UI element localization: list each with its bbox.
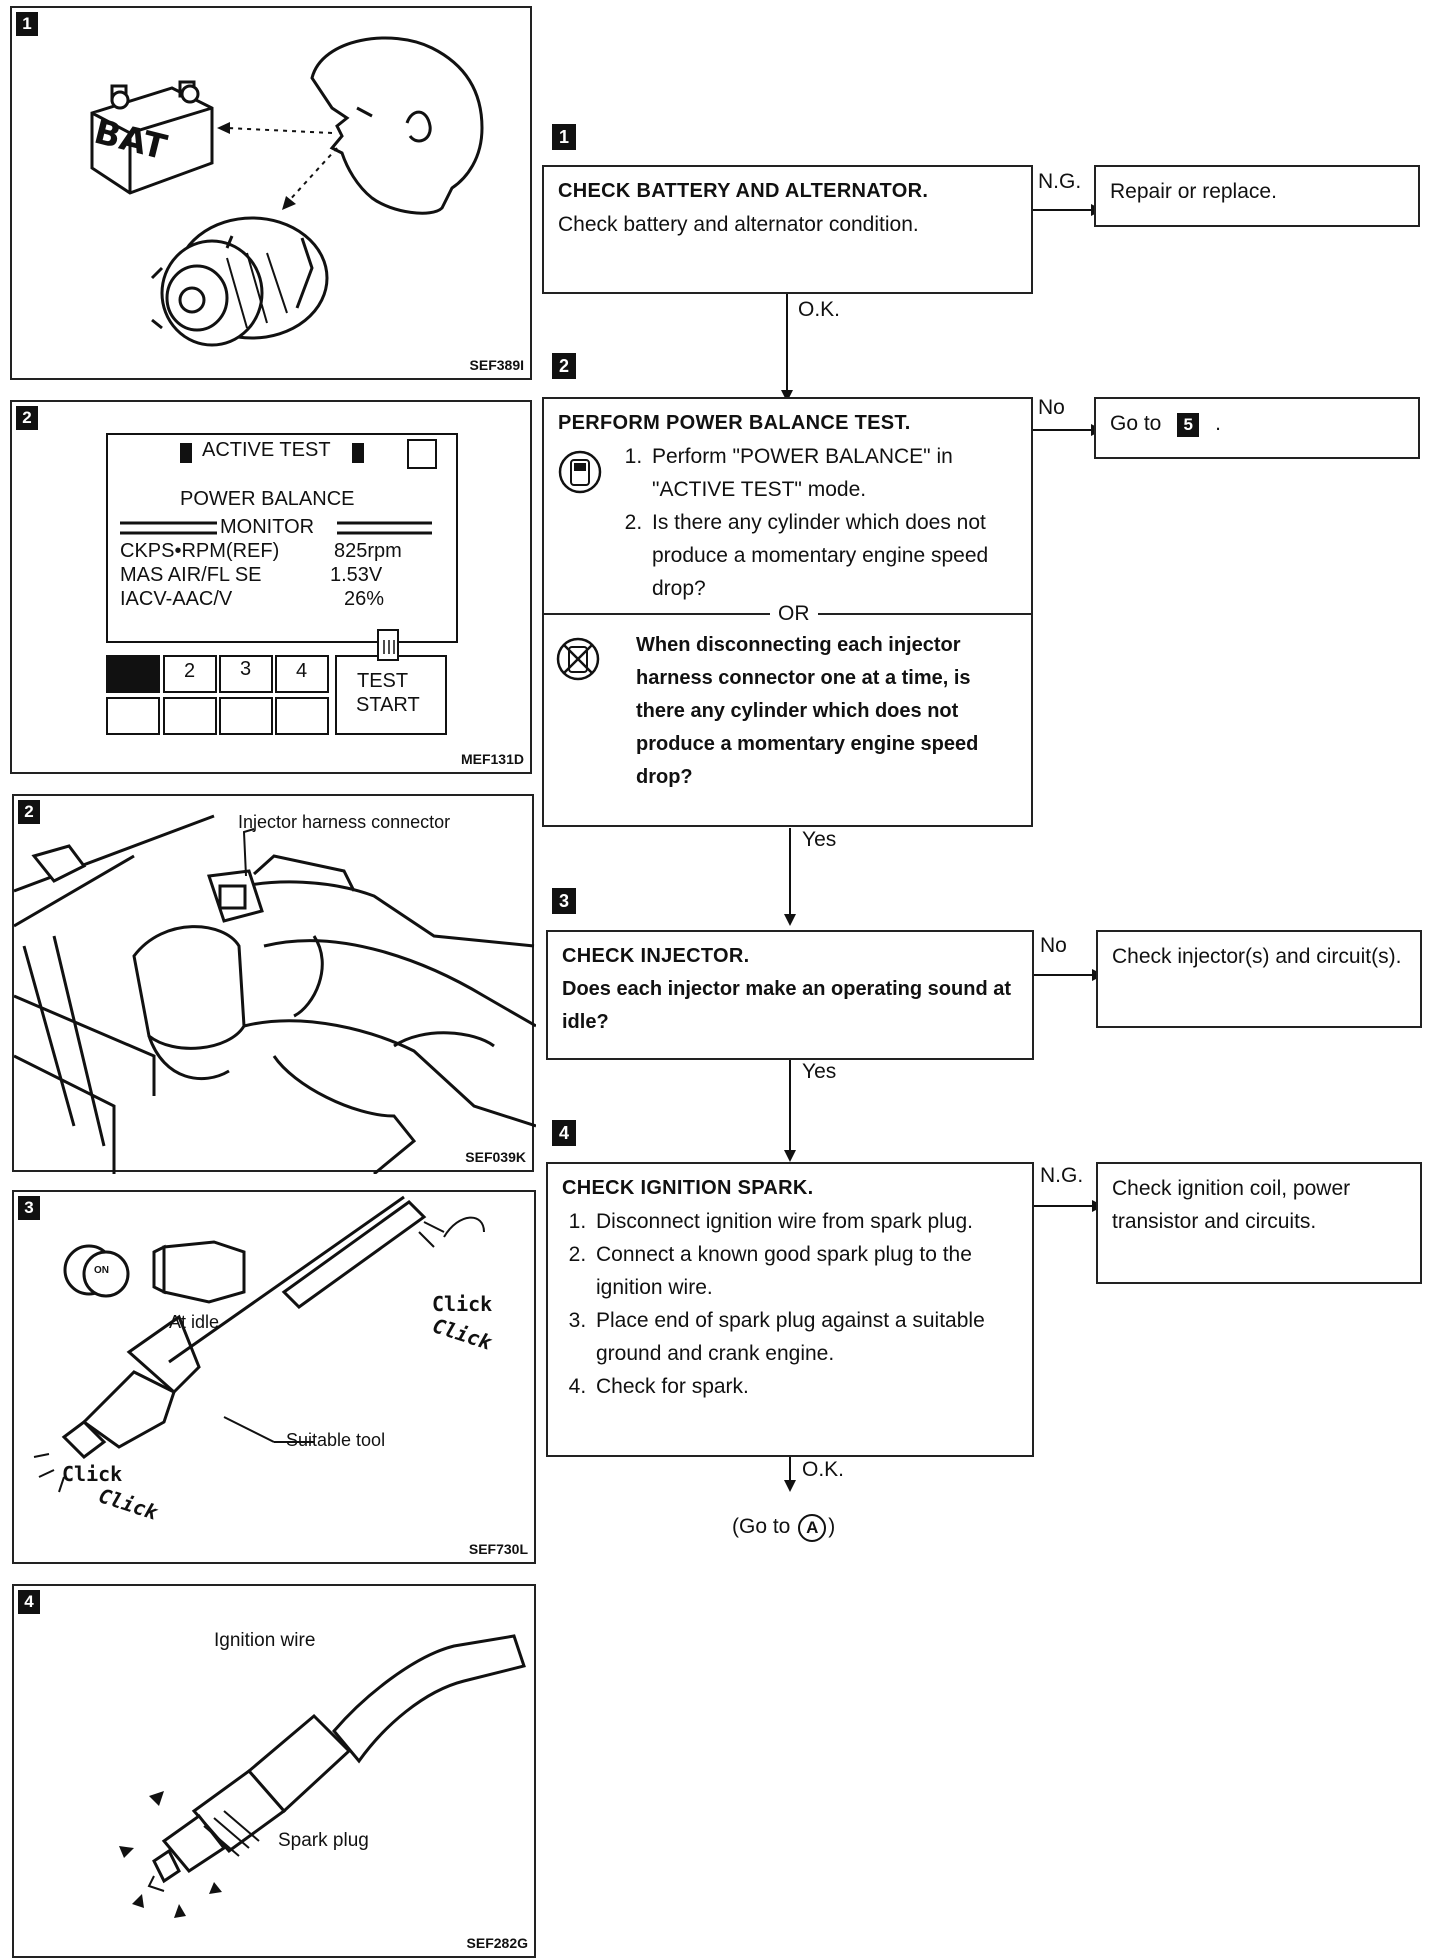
no-label: No xyxy=(1038,396,1065,419)
goto-a-text: (Go to A) xyxy=(732,1514,835,1542)
step-2-result-box: Go to 5 . xyxy=(1094,397,1420,459)
key-on-label: ON xyxy=(94,1265,109,1276)
step-2-title: PERFORM POWER BALANCE TEST. xyxy=(558,412,911,434)
battery-alternator-illustration xyxy=(90,36,484,347)
no-label: No xyxy=(1040,934,1067,957)
or-label: OR xyxy=(770,597,818,630)
step-4-box: CHECK IGNITION SPARK. Disconnect ignitio… xyxy=(546,1162,1034,1457)
suitable-tool-label: Suitable tool xyxy=(286,1430,386,1450)
step-2-result-end: . xyxy=(1215,412,1221,435)
step-1-result-text: Repair or replace. xyxy=(1110,180,1277,203)
figure-badge: 3 xyxy=(18,1196,40,1220)
step-1-text: Check battery and alternator condition. xyxy=(558,213,919,236)
figure-injector-sound: ON At idle Suitable tool Click Click Cli… xyxy=(12,1190,536,1564)
engine-bay-illustration xyxy=(14,814,536,1174)
injector-connector-label: Injector harness connector xyxy=(238,812,451,832)
step-2-alt-text: When disconnecting each injector harness… xyxy=(636,634,979,788)
step-badge: 3 xyxy=(552,888,576,914)
figure-code: SEF039K xyxy=(465,1149,526,1165)
lcd-title: POWER BALANCE xyxy=(180,488,355,510)
step-3-box: CHECK INJECTOR. Does each injector make … xyxy=(546,930,1034,1060)
lcd-monitor: MONITOR xyxy=(220,516,315,538)
step-badge: 2 xyxy=(552,353,576,379)
figure-code: SEF389I xyxy=(469,357,524,373)
step-1-result-box: Repair or replace. xyxy=(1094,165,1420,227)
step-2-item: Is there any cylinder which does not pro… xyxy=(648,506,1017,605)
step-2-result-text: Go to xyxy=(1110,412,1162,435)
step-3-result-box: Check injector(s) and circuit(s). xyxy=(1096,930,1422,1028)
step-3-result-text: Check injector(s) and circuit(s). xyxy=(1112,945,1402,968)
lcd-row-value: 825rpm xyxy=(334,540,402,562)
lcd-start-label: START xyxy=(356,694,420,716)
figure-spark-plug: Ignition wire Spark plug 4 SEF282G xyxy=(12,1584,536,1958)
figure-injector-connector: Injector harness connector 2 SEF039K xyxy=(12,794,536,1174)
step-4-item: Place end of spark plug against a suitab… xyxy=(592,1304,1018,1370)
figure-code: MEF131D xyxy=(460,751,524,767)
lcd-test-label: TEST xyxy=(357,670,409,692)
ok-label: O.K. xyxy=(802,1458,845,1481)
click-label: Click xyxy=(62,1462,123,1486)
figure-code: SEF730L xyxy=(468,1541,528,1557)
spark-plug-label: Spark plug xyxy=(278,1830,369,1851)
or-divider: OR xyxy=(544,597,1031,630)
ignition-wire-label: Ignition wire xyxy=(214,1630,316,1651)
step-4-item: Check for spark. xyxy=(592,1370,1018,1403)
no-consult-icon xyxy=(556,637,600,681)
lcd-button-3: 3 xyxy=(240,658,252,680)
step-badge: 4 xyxy=(552,1120,576,1146)
consult-screen-frame xyxy=(106,433,458,735)
figure-consult-screen: ACTIVE TEST POWER BALANCE MONITOR CKPS•R… xyxy=(10,400,532,774)
step-2-item: Perform "POWER BALANCE" in "ACTIVE TEST"… xyxy=(648,440,1017,506)
step-4-title: CHECK IGNITION SPARK. xyxy=(562,1177,814,1199)
injector-sound-illustration xyxy=(33,1195,485,1493)
ng-label: N.G. xyxy=(1038,170,1082,193)
step-badge: 1 xyxy=(552,124,576,150)
step-4-item: Disconnect ignition wire from spark plug… xyxy=(592,1205,1018,1238)
lcd-row-value: 1.53V xyxy=(330,564,383,586)
lcd-button-2: 2 xyxy=(184,660,196,682)
lcd-header: ACTIVE TEST xyxy=(202,439,331,461)
goto-prefix: (Go to xyxy=(732,1515,791,1538)
figure-badge: 4 xyxy=(18,1590,40,1614)
lcd-row-label: MAS AIR/FL SE xyxy=(120,564,262,586)
figure-badge: 1 xyxy=(16,12,38,36)
figure-badge: 2 xyxy=(16,406,38,430)
step-1-title: CHECK BATTERY AND ALTERNATOR. xyxy=(558,180,929,202)
goto-letter: A xyxy=(798,1514,827,1542)
step-4-item: Connect a known good spark plug to the i… xyxy=(592,1238,1018,1304)
lcd-row-label: IACV-AAC/V xyxy=(120,588,233,610)
step-4-result-box: Check ignition coil, power transistor an… xyxy=(1096,1162,1422,1284)
consult-icon xyxy=(558,450,602,494)
goto-step-badge: 5 xyxy=(1177,413,1200,437)
at-idle-label: At idle xyxy=(169,1312,220,1332)
lcd-row-label: CKPS•RPM(REF) xyxy=(120,540,280,562)
lcd-button-4: 4 xyxy=(296,660,308,682)
spark-plug-illustration xyxy=(119,1634,526,1918)
yes-label: Yes xyxy=(802,828,837,851)
click-label: Click xyxy=(432,1292,493,1316)
ok-label: O.K. xyxy=(798,298,841,321)
step-3-title: CHECK INJECTOR. xyxy=(562,945,750,967)
ng-label: N.G. xyxy=(1040,1164,1084,1187)
step-2-box: PERFORM POWER BALANCE TEST. Perform "POW… xyxy=(542,397,1033,827)
step-3-text: Does each injector make an operating sou… xyxy=(562,978,1012,1033)
lcd-row-value: 26% xyxy=(344,588,385,610)
step-1-box: CHECK BATTERY AND ALTERNATOR. Check batt… xyxy=(542,165,1033,294)
figure-badge: 2 xyxy=(18,800,40,824)
step-4-result-text: Check ignition coil, power transistor an… xyxy=(1112,1177,1351,1233)
goto-suffix: ) xyxy=(828,1515,836,1538)
figure-battery-alternator: BAT 1 SEF389I xyxy=(10,6,532,380)
yes-label: Yes xyxy=(802,1060,837,1083)
